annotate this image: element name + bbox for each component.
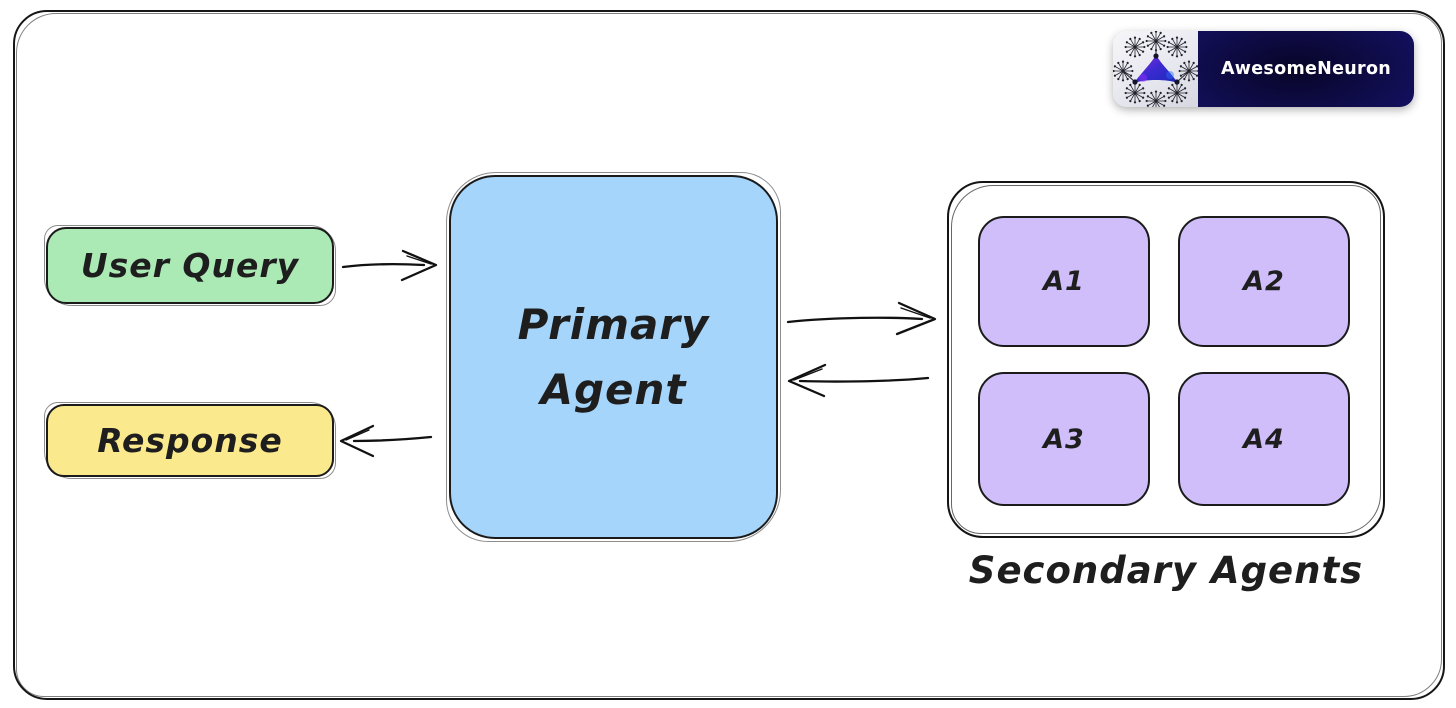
secondary-agents-group: A1 A2 A3 A4 — [947, 181, 1385, 538]
node-agent-a2: A2 — [1178, 216, 1350, 347]
node-agent-a1: A1 — [978, 216, 1150, 347]
agent-a2-label: A2 — [1243, 266, 1285, 297]
brand-logo: AwesomeNeuron — [1113, 31, 1414, 107]
node-agent-a4: A4 — [1178, 372, 1350, 506]
neuron-network-icon — [1113, 31, 1198, 107]
brand-name: AwesomeNeuron — [1220, 59, 1392, 79]
user-query-label: User Query — [80, 246, 300, 285]
agent-a1-label: A1 — [1043, 266, 1085, 297]
arrow-secondary-agents-to-primary-agent — [787, 363, 930, 398]
secondary-agents-caption: Secondary Agents — [968, 549, 1364, 592]
response-label: Response — [97, 421, 283, 460]
primary-agent-label: Primary Agent — [517, 299, 710, 414]
brand-banner: AwesomeNeuron — [1198, 31, 1414, 107]
agent-a4-label: A4 — [1243, 423, 1285, 455]
arrow-primary-agent-to-secondary-agents — [786, 301, 937, 336]
node-user-query: User Query — [44, 225, 336, 306]
arrow-primary-agent-to-response — [339, 424, 433, 458]
node-agent-a3: A3 — [978, 372, 1150, 506]
node-primary-agent: Primary Agent — [446, 172, 781, 542]
arrow-user-query-to-primary-agent — [341, 249, 438, 282]
agent-a3-label: A3 — [1043, 423, 1085, 455]
node-response: Response — [44, 402, 336, 479]
